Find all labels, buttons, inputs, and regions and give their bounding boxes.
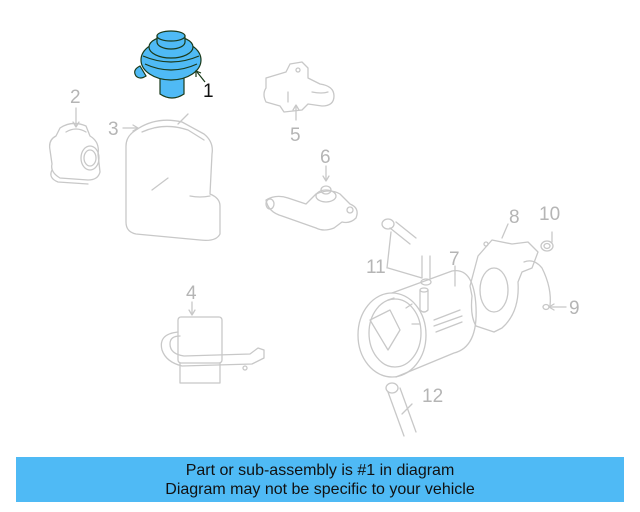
part-3-air-intake-housing[interactable] xyxy=(125,113,221,242)
parts-diagram xyxy=(48,30,567,437)
callout-12[interactable]: 12 xyxy=(422,386,444,407)
part-4-control-module[interactable] xyxy=(160,316,265,384)
callout-2[interactable]: 2 xyxy=(70,87,81,108)
part-9-support-strap[interactable] xyxy=(523,260,551,311)
callout-10[interactable]: 10 xyxy=(539,204,561,225)
callout-8[interactable]: 8 xyxy=(509,207,520,228)
banner-line-part-number: Part or sub-assembly is #1 in diagram xyxy=(185,461,455,479)
part-11-hose-and-fitting[interactable] xyxy=(381,218,432,286)
part-1-highlighted-valve[interactable] xyxy=(134,30,206,99)
part-12-outlet-hose[interactable] xyxy=(385,382,417,437)
callout-11[interactable]: 11 xyxy=(366,257,386,278)
part-8-pump-bracket[interactable] xyxy=(469,239,539,333)
callout-7[interactable]: 7 xyxy=(449,249,460,270)
part-10-grommet[interactable] xyxy=(540,240,554,252)
part-2-throttle-body[interactable] xyxy=(48,122,101,185)
callout-6[interactable]: 6 xyxy=(320,147,331,168)
part-5-mounting-bracket[interactable] xyxy=(263,61,335,113)
banner-line-disclaimer: Diagram may not be specific to your vehi… xyxy=(165,480,475,498)
callout-3[interactable]: 3 xyxy=(108,119,119,140)
part-7-air-pump[interactable] xyxy=(357,270,477,378)
callout-4[interactable]: 4 xyxy=(186,283,197,304)
callout-9[interactable]: 9 xyxy=(569,298,580,319)
leader-lines xyxy=(72,104,567,415)
part-6-valve-with-flange[interactable] xyxy=(265,185,358,231)
callout-5[interactable]: 5 xyxy=(290,125,301,146)
callout-1[interactable]: 1 xyxy=(203,81,214,102)
info-banner: Part or sub-assembly is #1 in diagram Di… xyxy=(16,457,624,502)
